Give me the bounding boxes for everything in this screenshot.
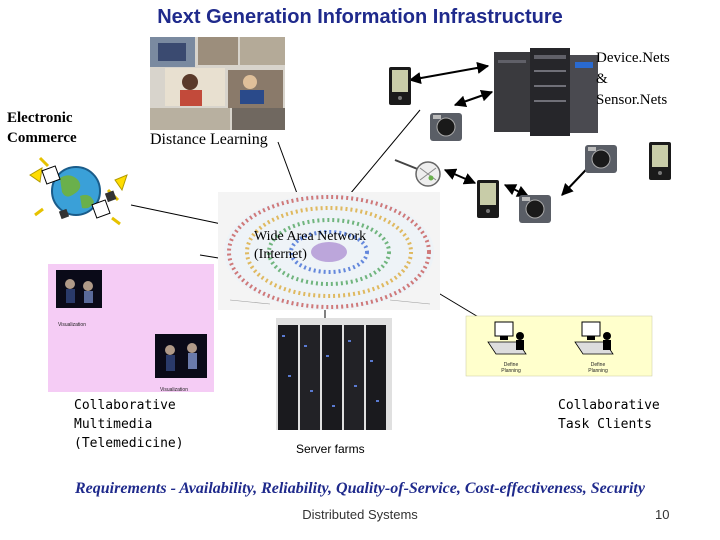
mainframe-icon — [494, 48, 598, 136]
camera-icon — [519, 195, 551, 223]
label-line: Multimedia — [74, 417, 153, 432]
label-line: Commerce — [7, 130, 77, 146]
arrow-camera-mainframe — [453, 89, 494, 108]
caption-visualization-2: Visualization — [160, 387, 188, 393]
arrow-pda-camera — [503, 184, 530, 197]
pda-icon — [649, 142, 671, 180]
camera-icon — [430, 113, 462, 141]
caption-visualization-1: Visualization — [58, 322, 86, 328]
label-device-nets: Device.Nets & Sensor.Nets — [596, 48, 670, 111]
label-server-farms: Server farms — [296, 442, 365, 456]
label-line: Task Clients — [558, 417, 652, 432]
page-title: Next Generation Information Infrastructu… — [157, 6, 563, 28]
footer-text: Distributed Systems — [302, 507, 418, 522]
label-line: (Internet) — [254, 247, 307, 262]
caption-task-2: Define Planning — [588, 362, 608, 374]
workstation-icon — [487, 321, 527, 355]
caption-task-1: Define Planning — [501, 362, 521, 374]
label-line: Sensor.Nets — [596, 92, 668, 108]
label-collaborative-multimedia: Collaborative Multimedia (Telemedicine) — [74, 396, 184, 453]
label-line: Electronic — [7, 110, 73, 126]
line-devices-network — [344, 109, 421, 201]
label-electronic-commerce: Electronic Commerce — [7, 108, 77, 148]
satellite-dish-icon — [394, 159, 441, 187]
multimedia-panel — [48, 264, 214, 392]
workstation-icon — [574, 321, 614, 355]
distance-learning-photo — [150, 37, 285, 130]
label-line: Collaborative — [74, 398, 176, 413]
arrow-pda-mainframe — [408, 62, 490, 84]
label-line: Collaborative — [558, 398, 660, 413]
arrow-dish-pda — [443, 168, 477, 185]
label-collaborative-task-clients: Collaborative Task Clients — [558, 396, 660, 434]
label-line: Device.Nets — [596, 50, 670, 66]
label-wide-area-network: Wide Area Network (Internet) — [254, 228, 366, 264]
label-line: & — [596, 71, 608, 87]
pda-icon — [477, 180, 499, 218]
globe-satellite-icon — [29, 156, 128, 226]
label-line: (Telemedicine) — [74, 436, 184, 451]
pda-icon — [389, 67, 411, 105]
requirements-text: Requirements - Availability, Reliability… — [75, 480, 645, 497]
server-rack-icon — [276, 318, 392, 460]
label-line: Wide Area Network — [254, 229, 367, 244]
camera-icon — [585, 145, 617, 173]
label-distance-learning: Distance Learning — [150, 131, 268, 148]
network-cloud — [218, 192, 440, 310]
page-number: 10 — [655, 507, 670, 522]
